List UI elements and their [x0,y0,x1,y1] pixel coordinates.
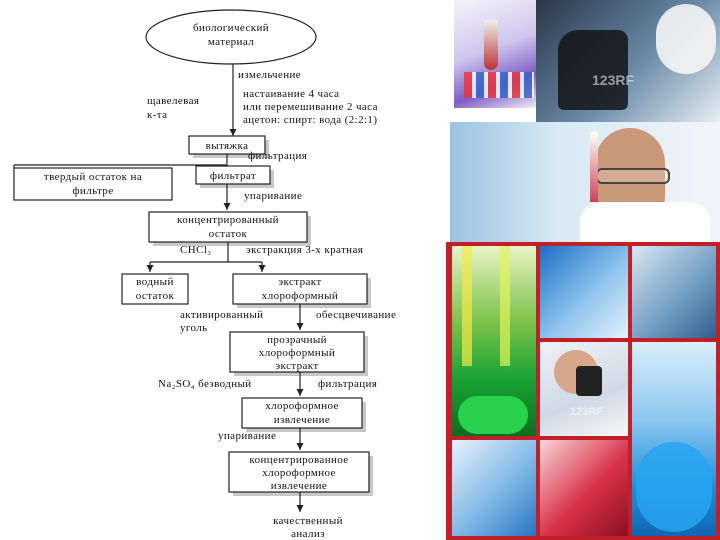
red-liquid-photo [540,440,628,536]
concentrated-residue-label-1: концентрированный [177,214,279,226]
edge-decolorization-label: обесцвечивание [316,309,396,321]
side-na2so4-label: Na₂SO₄ безводный [158,378,252,390]
clear-extract-label-1: прозрачный [267,334,327,346]
extract-label: вытяжка [206,140,249,152]
clear-extract-box [229,331,365,373]
start-line1: биологический [193,22,269,34]
edge-evaporation-2-label: упаривание [218,430,276,442]
side-oxalic-label-2: к-та [147,109,167,121]
blue-tubes-rack-photo [452,440,536,536]
solid-residue-label-1: твердый остаток на [44,171,142,183]
blue-flask-large-photo [632,342,716,536]
edge-extraction-label: экстракция 3-х кратная [246,244,363,256]
clear-extract-label-2: хлороформный [259,347,335,359]
aqueous-residue-box [121,273,189,305]
chloroform-extract-label-1: экстракт [278,276,321,288]
chloroform-extract-box [232,273,368,305]
concentrated-extraction-label-3: извлечение [271,480,327,492]
green-flask-tubes-photo [452,246,536,436]
chloroform-extraction-label-2: извлечение [274,414,330,426]
edge-infusion-label-1: настаивание 4 часа [243,88,339,100]
scientist-test-tube-photo [450,122,720,242]
concentrated-extraction-box [228,451,370,493]
chloroform-extract-label-2: хлороформный [262,290,338,302]
chloroform-extraction-box [241,397,363,429]
edge-grinding-label: измельчение [238,69,301,81]
edge-filtration-1-label: фильтрация [248,150,307,162]
aqueous-residue-label-1: водный [136,276,173,288]
aqueous-residue-label-2: остаток [136,290,175,302]
woman-microscope-photo: 123RF [540,342,628,436]
clear-extract-label-3: экстракт [275,360,318,372]
flowchart: биологический материал измельчение наста… [13,9,396,540]
edge-infusion-label-2: или перемешивание 2 часа [243,101,378,113]
filtrate-box [195,165,271,185]
photo-collage: 123RF 123RF [446,0,720,540]
side-chcl3-label: CHCl₃ [180,244,212,256]
concentrated-residue-label-2: остаток [209,228,248,240]
chloroform-extraction-label-1: хлороформное [265,400,339,412]
edge-infusion-label-3: ацетон: спирт: вода (2:2:1) [243,114,377,126]
final-label-2: анализ [291,528,325,540]
blue-test-tubes-photo [540,246,628,338]
start-label: биологический [193,22,269,34]
edge-filtration-2-label: фильтрация [318,378,377,390]
side-charcoal-label-1: активированный [180,309,263,321]
watermark-1: 123RF [592,72,635,88]
filtrate-label: фильтрат [210,170,256,182]
microscope-scientist-photo: 123RF [536,0,720,122]
solid-residue-box [13,167,173,201]
edge-evaporation-1-label: упаривание [244,190,302,202]
solid-residue-label-2: фильтре [72,185,113,197]
concentrated-residue-box [148,211,308,243]
start-label-2: материал [208,36,254,48]
watermark-2: 123RF [570,406,604,418]
side-charcoal-label-2: уголь [180,322,208,334]
start-ellipse [145,9,317,65]
microscope-blue-photo [632,246,716,338]
test-tube-gloves-photo [454,0,536,108]
final-label-1: качественный [273,515,343,527]
start-line2: материал [208,36,254,48]
side-oxalic-label-1: щавелевая [147,95,199,107]
concentrated-extraction-label-1: концентрированное [249,454,348,466]
concentrated-extraction-label-2: хлороформное [262,467,336,479]
